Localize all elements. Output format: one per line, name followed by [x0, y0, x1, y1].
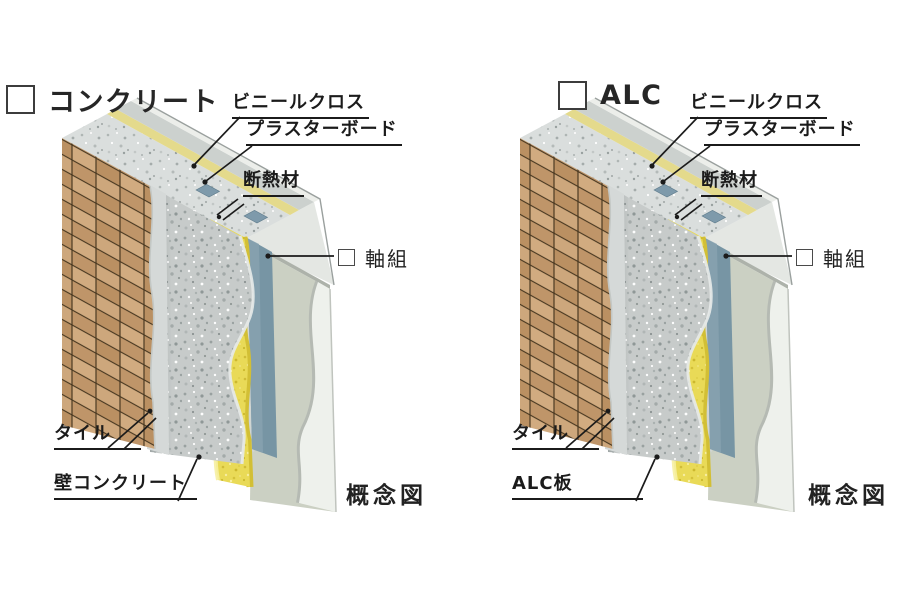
frame-square-icon [796, 249, 813, 266]
label-plasterboard: プラスターボード [704, 119, 860, 146]
panel-title: コンクリート [48, 87, 219, 118]
label-insulation: 断熱材 [701, 170, 762, 197]
label-tile: タイル [512, 423, 599, 450]
caption-conceptual-diagram: 概念図 [346, 483, 427, 509]
frame-square-icon [338, 249, 355, 266]
label-tile: タイル [54, 423, 141, 450]
label-wall-material: 壁コンクリート [54, 473, 197, 500]
panel-alc: ALC ビニールクロス プラスターボード 断熱材 軸組 タイル ALC板 概念図 [458, 0, 900, 612]
label-frame: 軸組 [338, 243, 409, 272]
panel-concrete: コンクリート ビニールクロス プラスターボード 断熱材 軸組 タイル 壁コンクリ… [6, 80, 427, 612]
label-vinyl-cloth: ビニールクロス [690, 92, 827, 119]
wall-cross-section-illustration [458, 0, 900, 612]
label-frame: 軸組 [796, 243, 867, 272]
panel-title: ALC [600, 80, 663, 111]
label-insulation: 断熱材 [243, 170, 304, 197]
label-plasterboard: プラスターボード [246, 119, 402, 146]
legend-square-icon [558, 81, 587, 110]
legend-square-icon [6, 85, 35, 114]
panel-heading-alc: ALC [558, 80, 662, 111]
label-vinyl-cloth: ビニールクロス [232, 92, 369, 119]
caption-conceptual-diagram: 概念図 [808, 483, 889, 509]
panel-heading-concrete: コンクリート [6, 80, 219, 119]
label-wall-material: ALC板 [512, 473, 643, 500]
